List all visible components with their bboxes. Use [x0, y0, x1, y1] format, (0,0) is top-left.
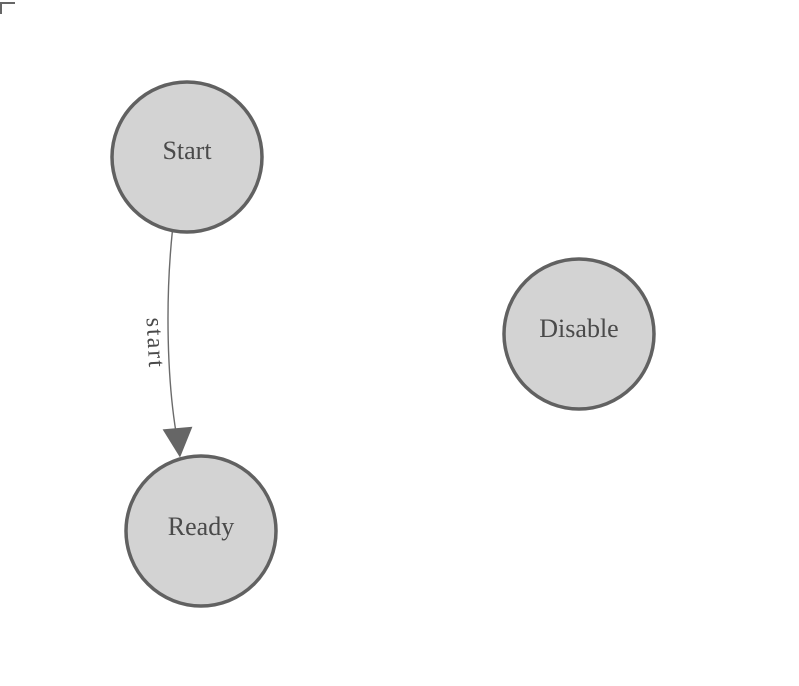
node-ready-circle[interactable]: [124, 454, 278, 608]
node-ready[interactable]: Ready: [124, 454, 278, 608]
arrowhead-icon: [162, 426, 193, 458]
node-disable[interactable]: Disable: [502, 257, 656, 411]
edge-start-to-ready[interactable]: start: [141, 229, 193, 458]
edge-label: start: [141, 317, 170, 370]
node-start[interactable]: Start: [110, 80, 264, 234]
canvas-corner-marker: [0, 2, 15, 14]
node-start-circle[interactable]: [110, 80, 264, 234]
edge-path[interactable]: [167, 229, 180, 449]
node-disable-circle[interactable]: [502, 257, 656, 411]
